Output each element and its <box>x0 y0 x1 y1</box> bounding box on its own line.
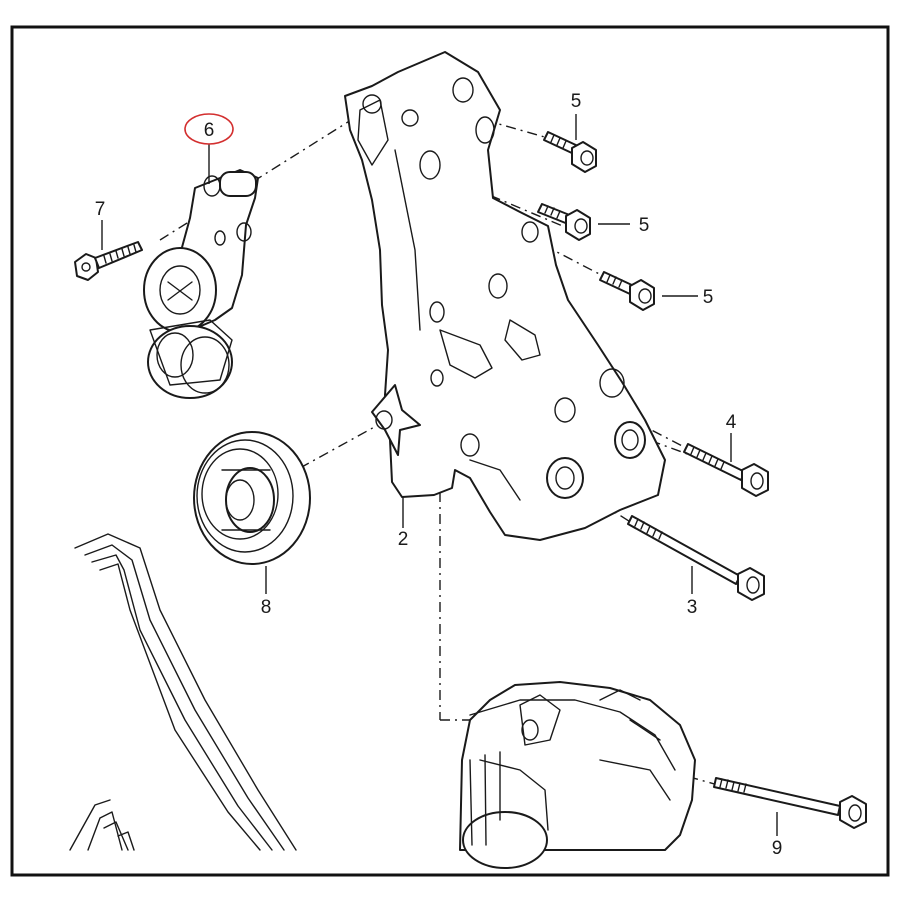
bracket-part-2 <box>344 51 666 541</box>
callout-5-middle: 5 <box>639 215 650 236</box>
callout-5-top: 5 <box>571 91 582 112</box>
callout-9: 9 <box>772 838 783 859</box>
callout-3: 3 <box>687 597 698 618</box>
bolt-part-5-bottom <box>599 271 655 311</box>
bolt-part-4 <box>683 443 769 497</box>
callout-6: 6 <box>204 120 215 141</box>
bolt-part-9 <box>713 777 867 829</box>
highlight-circle <box>184 113 234 145</box>
drive-belt <box>74 533 297 851</box>
bolt-part-5-top <box>543 131 597 173</box>
bolt-part-7 <box>74 241 143 281</box>
crankshaft-pulley-corner <box>69 799 135 851</box>
belt-tensioner-part-6 <box>143 169 259 399</box>
mounting-lug <box>371 384 421 456</box>
callout-8: 8 <box>261 597 272 618</box>
callout-4: 4 <box>726 412 737 433</box>
idler-pulley-part-8 <box>193 431 311 565</box>
callout-5-bottom: 5 <box>703 287 714 308</box>
callout-2: 2 <box>398 529 409 550</box>
bolt-part-5-middle <box>537 203 591 241</box>
bolt-part-3 <box>627 515 765 601</box>
alternator <box>459 681 696 869</box>
leader-lines <box>101 114 778 836</box>
callout-7: 7 <box>95 199 106 220</box>
callout-labels: 6 7 5 5 5 4 3 2 8 9 <box>95 91 783 859</box>
diagram-frame <box>10 25 890 877</box>
